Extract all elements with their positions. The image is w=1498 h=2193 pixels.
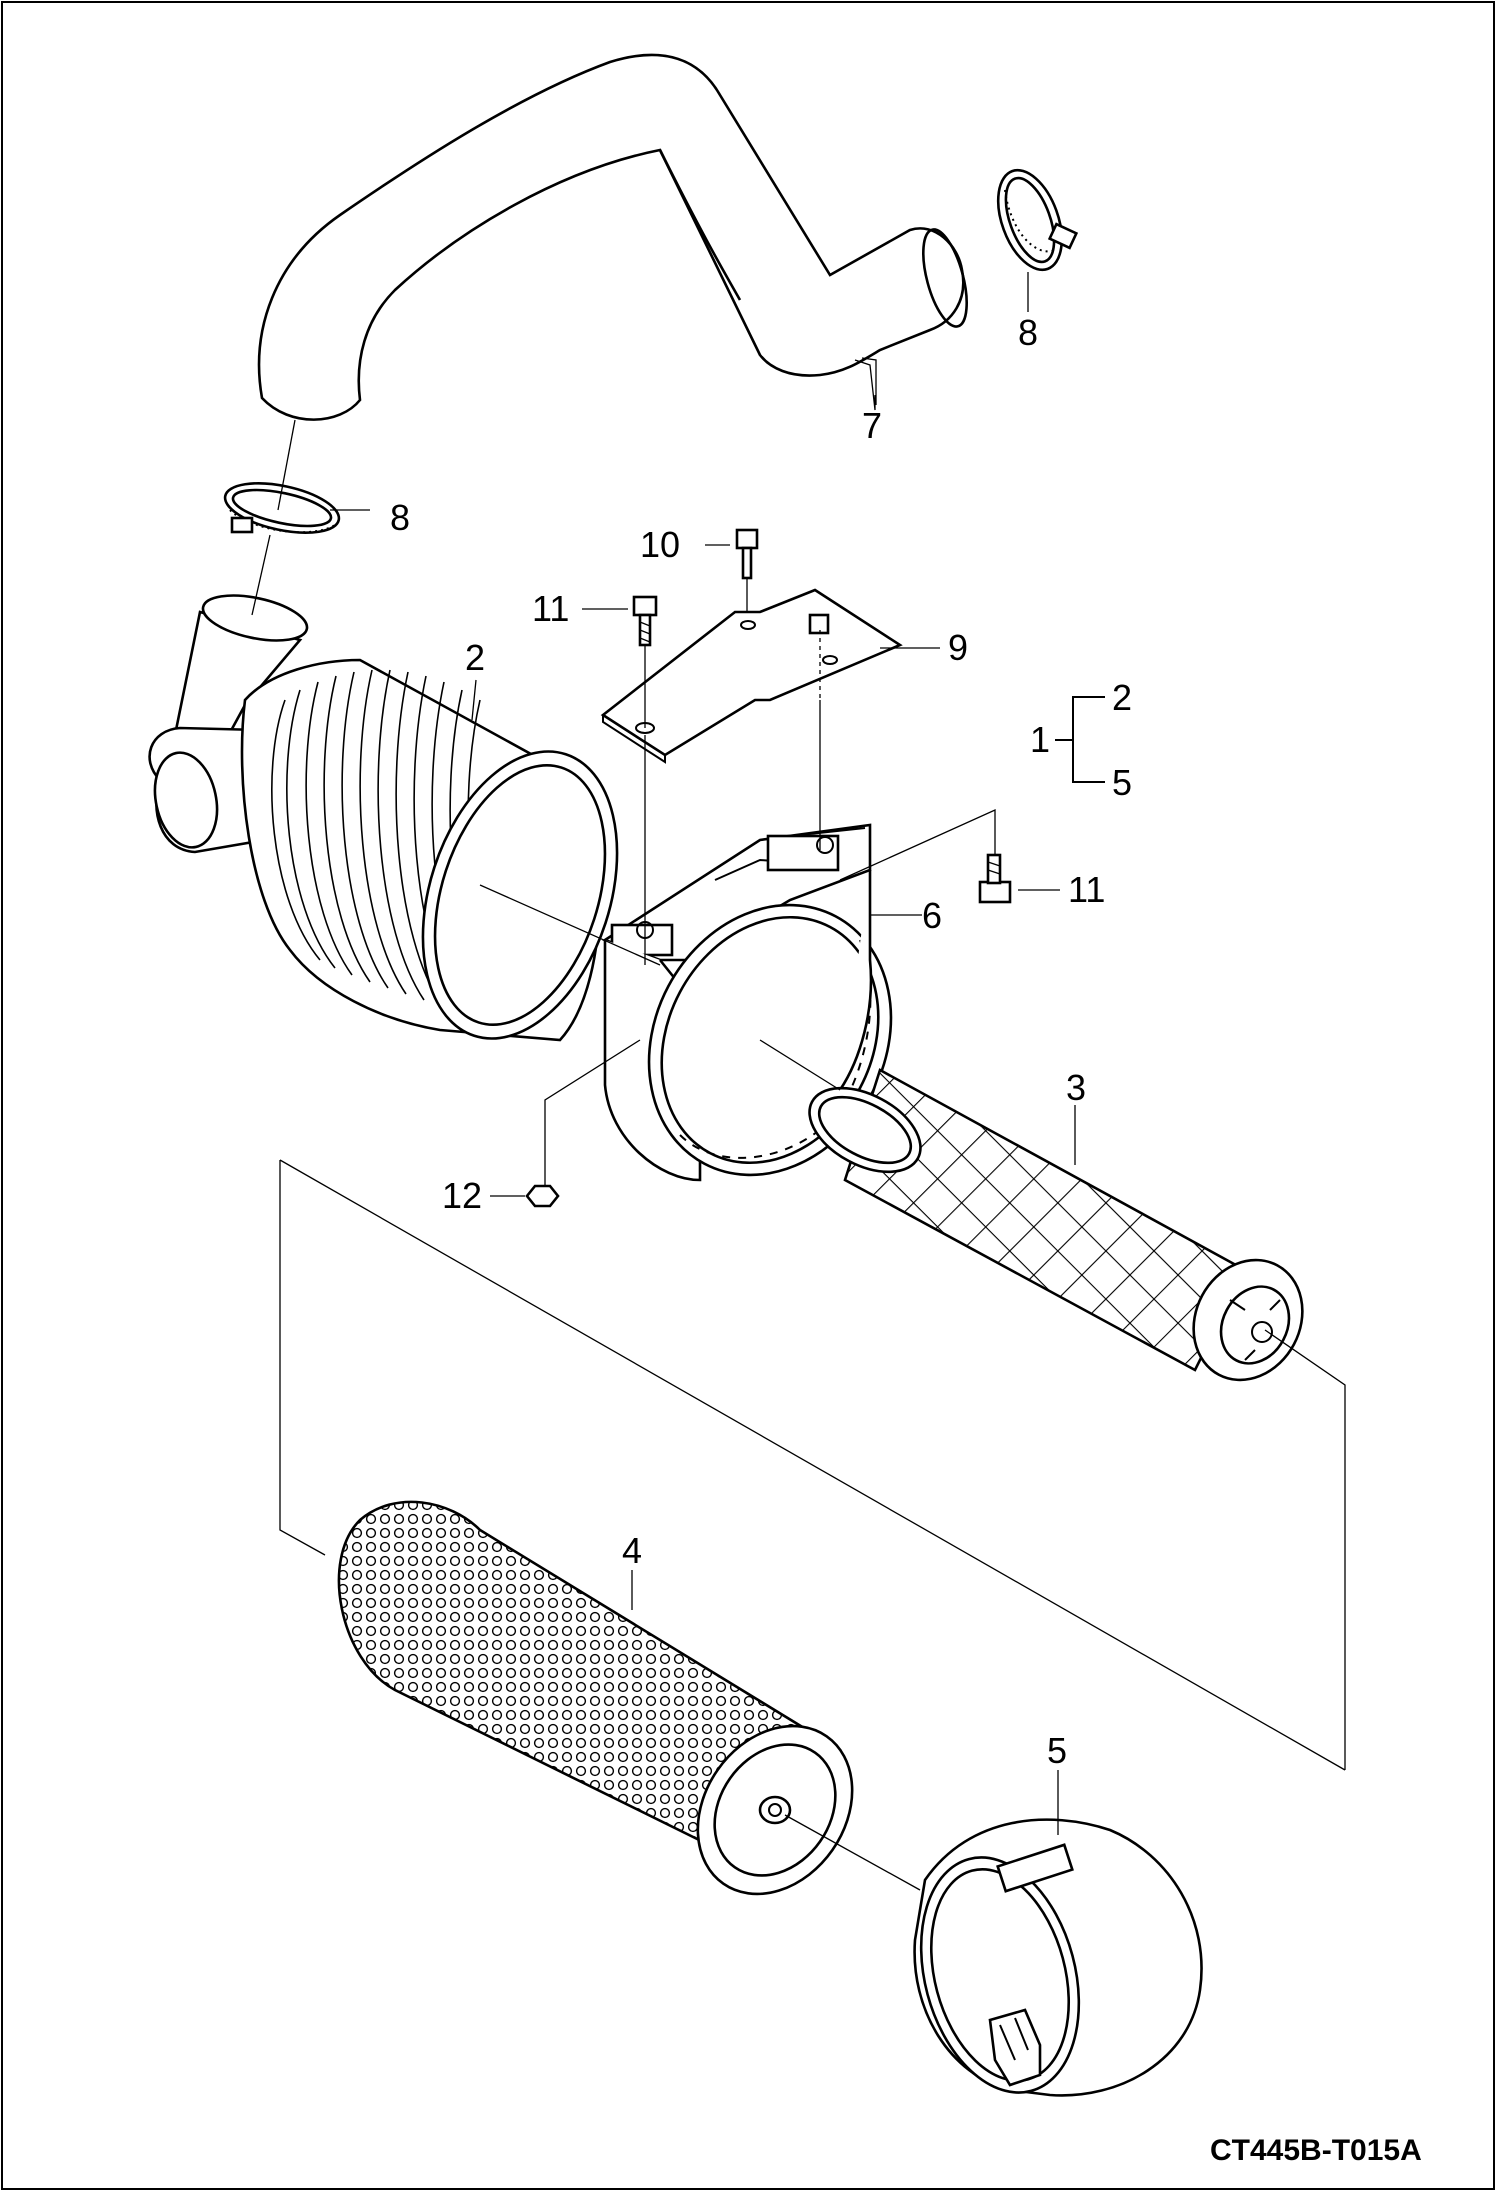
mounting-plate-part-9 (600, 588, 903, 764)
bolt-part-11-left (632, 595, 658, 647)
callout-4: 4 (622, 1530, 642, 1571)
callout-3: 3 (1066, 1067, 1086, 1108)
callout-5: 5 (1047, 1730, 1067, 1771)
bolt-part-11-right (978, 853, 1012, 904)
callout-11-left: 11 (532, 588, 569, 629)
nut-part-12 (525, 1184, 560, 1208)
callout-9: 9 (948, 627, 968, 668)
callout-2: 2 (465, 637, 485, 678)
end-cover-part-5 (913, 1818, 1203, 2097)
callout-8-left: 8 (390, 497, 410, 538)
callout-1-sub-5: 5 (1112, 762, 1132, 803)
hose-part-7 (257, 53, 968, 421)
hose-clamp-part-8-left (223, 482, 341, 534)
callout-1-sub-2: 2 (1112, 677, 1132, 718)
bolt-part-10 (735, 528, 759, 580)
callout-11-right: 11 (1068, 869, 1105, 910)
air-cleaner-housing-part-2 (148, 594, 619, 1042)
callout-12: 12 (442, 1175, 482, 1216)
callout-10: 10 (640, 524, 680, 565)
callout-6: 6 (922, 895, 942, 936)
callout-8-top: 8 (1018, 312, 1038, 353)
drawing-code: CT445B-T015A (1210, 2134, 1422, 2167)
primary-filter-part-4 (337, 1500, 854, 1896)
safety-filter-part-3 (808, 1068, 1304, 1382)
hose-clamp-part-8-top (996, 168, 1079, 272)
leader-lines (251, 272, 1346, 1891)
callout-7: 7 (862, 405, 882, 446)
item-1-bracket (1055, 696, 1105, 783)
callout-1: 1 (1030, 719, 1050, 760)
